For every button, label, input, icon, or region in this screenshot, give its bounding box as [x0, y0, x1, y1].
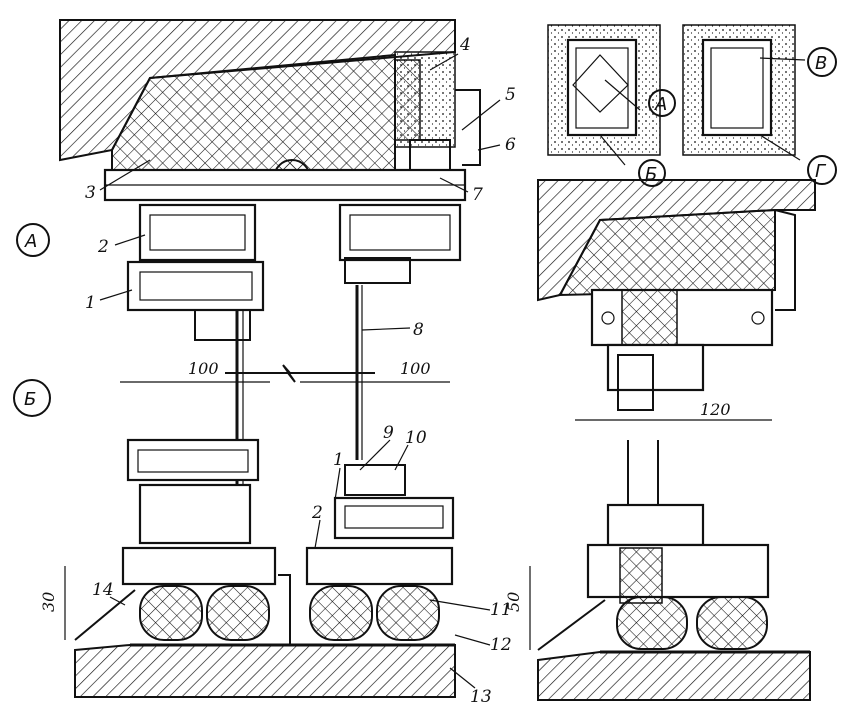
dense-seal [394, 59, 421, 141]
callout-12: 12 [490, 635, 512, 655]
jamb-sill-frame [586, 543, 770, 599]
jamb-frame [590, 288, 774, 347]
dim-right-height: 50 [504, 592, 523, 612]
callout-1b: 1 [333, 450, 344, 470]
jamb-section [537, 179, 816, 411]
leader-lines [99, 53, 806, 689]
callout-11: 11 [490, 600, 512, 620]
callout-4: 4 [459, 35, 471, 55]
marker-a-small-circle [648, 89, 676, 117]
dim-left-height: 30 [39, 592, 58, 612]
jamb-roll-2 [696, 596, 768, 650]
marker-v: В [815, 53, 827, 74]
frame-profile-right [338, 203, 462, 262]
callout-labels: 3 4 5 6 7 2 1 8 9 10 1 2 11 12 13 14 [85, 35, 516, 707]
jamb-roll-1 [616, 596, 688, 650]
marker-g: Г [815, 161, 827, 182]
callout-3: 3 [85, 183, 96, 203]
callout-7: 7 [472, 185, 483, 205]
dim-left-width: 100 [188, 359, 219, 378]
callout-13: 13 [470, 687, 492, 707]
lintel-section [59, 19, 481, 540]
callout-14: 14 [92, 580, 114, 600]
sash-profile-left [126, 260, 265, 312]
marker-b: Б [24, 389, 36, 410]
jamb-sill-section [537, 440, 811, 701]
frame-profile-left [138, 203, 257, 262]
callout-5: 5 [505, 85, 516, 105]
dim-right-width: 100 [400, 359, 431, 378]
marker-a-small: А [654, 94, 667, 115]
section-markers: А Б А Б В Г [13, 47, 837, 417]
dimension-labels: 100 100 120 30 50 [39, 359, 731, 612]
marker-b-circle [13, 379, 51, 417]
marker-a-circle [16, 223, 50, 257]
callout-10: 10 [405, 428, 427, 448]
sill-roll-1 [139, 585, 203, 641]
marker-g-circle [807, 155, 837, 185]
sill-rail-right [305, 546, 454, 586]
callout-2: 2 [97, 237, 109, 257]
marker-b-small: Б [645, 164, 657, 185]
marker-v-circle [807, 47, 837, 77]
marker-a: А [24, 231, 37, 252]
sill-roll-2 [206, 585, 270, 641]
callout-6: 6 [505, 135, 516, 155]
dimension-lines [64, 381, 772, 650]
sill-profile-left-mid [138, 483, 252, 545]
dim-corner-width: 120 [700, 400, 731, 419]
marker-b-small-circle [638, 159, 666, 187]
head-flashing [455, 89, 481, 166]
sill-roll-3 [309, 585, 373, 641]
sill-drip [74, 589, 136, 641]
callout-1: 1 [85, 293, 96, 313]
callout-8: 8 [413, 320, 424, 340]
sill-concrete [74, 644, 456, 698]
sill-profile-right [333, 496, 455, 540]
sill-profile-left-top [126, 438, 260, 482]
jamb-sill-concrete [537, 651, 811, 701]
sill-roll-4 [376, 585, 440, 641]
plan-scheme-left [547, 24, 661, 156]
jamb-insulation [558, 208, 776, 297]
sill-section [74, 438, 456, 698]
sill-rail-left [121, 546, 277, 586]
callout-9: 9 [383, 423, 394, 443]
plan-scheme-right [682, 24, 796, 156]
callout-2b: 2 [311, 503, 323, 523]
